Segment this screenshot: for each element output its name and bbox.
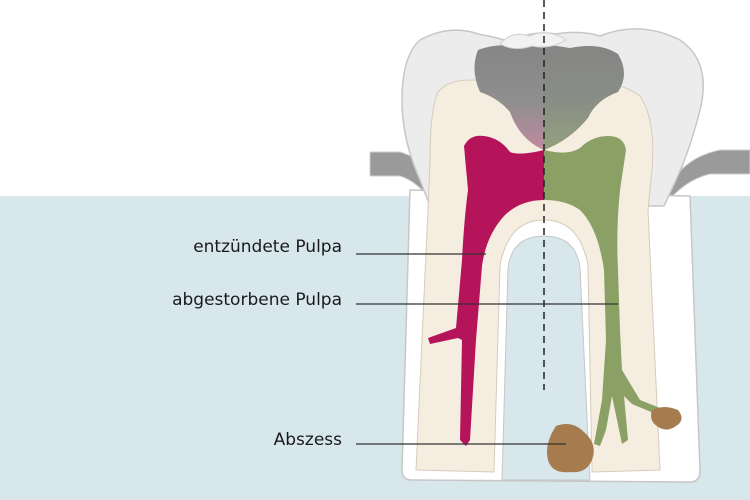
inflamed-pulp	[428, 135, 544, 446]
label-abscess: Abszess	[273, 430, 342, 450]
abscess-main	[547, 424, 594, 473]
decay-right	[544, 44, 624, 150]
label-inflamed-pulp: entzündete Pulpa	[193, 237, 342, 257]
inter-root-tissue	[501, 235, 591, 481]
decay-left	[474, 44, 544, 150]
dead-pulp	[544, 136, 660, 446]
label-dead-pulp: abgestorbene Pulpa	[172, 290, 342, 310]
abscess-small	[651, 407, 682, 430]
crown-cusp	[499, 32, 567, 50]
